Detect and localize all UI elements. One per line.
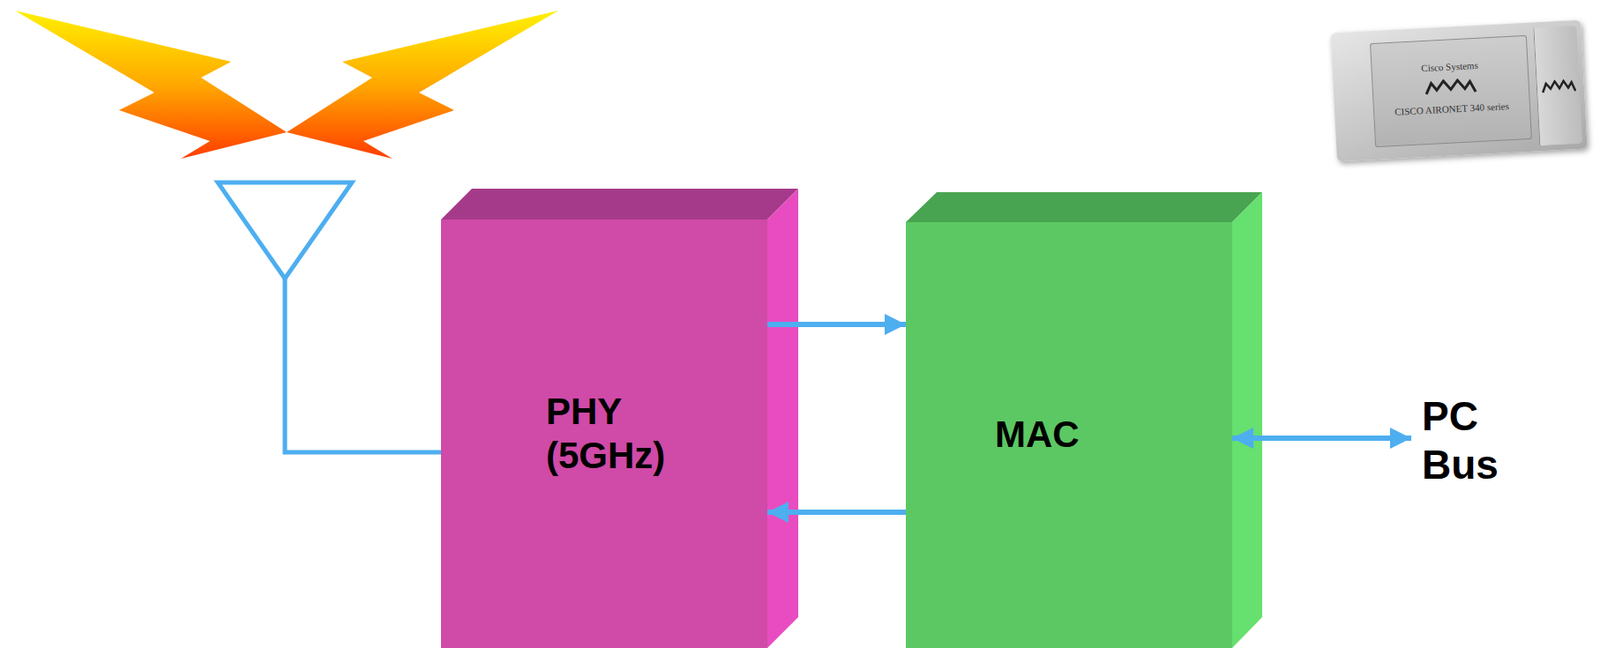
signal-arrow <box>767 509 906 516</box>
brand-text: Cisco Systems <box>1371 57 1527 76</box>
lightning-bolt <box>14 10 287 159</box>
card-logo <box>1540 78 1578 95</box>
node-label: PHY (5GHz) <box>545 389 701 479</box>
process-box: PHY (5GHz) <box>441 219 768 648</box>
card-label-panel: Cisco Systems CISCO AIRONET 340 series <box>1369 35 1533 148</box>
node-label: MAC <box>994 412 1189 457</box>
box-side-face <box>1232 192 1263 648</box>
model-text: CISCO AIRONET 340 series <box>1374 99 1530 119</box>
card-logo <box>1423 77 1478 97</box>
bus-terminal: PC Bus <box>1411 379 1553 503</box>
signal-arrow <box>1232 435 1412 442</box>
wireless-card-photo: Cisco Systems CISCO AIRONET 340 series <box>1330 20 1587 163</box>
box-side-face <box>767 188 799 648</box>
box-top-face <box>905 192 1263 223</box>
node-label: PC Bus <box>1421 392 1528 490</box>
antenna-symbol <box>217 182 352 279</box>
process-box: MAC <box>905 222 1233 648</box>
box-top-face <box>441 188 799 220</box>
antenna-feed-line <box>284 278 443 453</box>
signal-arrow <box>767 321 906 328</box>
lightning-bolt <box>286 10 559 159</box>
card-end-cap <box>1532 25 1583 146</box>
